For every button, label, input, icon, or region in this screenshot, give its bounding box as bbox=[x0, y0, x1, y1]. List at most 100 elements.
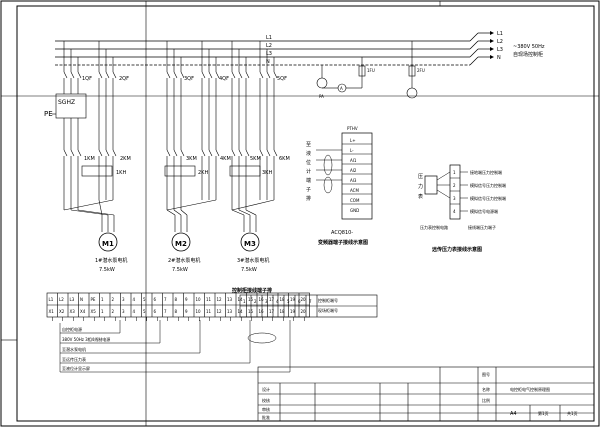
supply-note-voltage: ~380V 50Hz bbox=[513, 44, 545, 50]
title-label-design: 设计 bbox=[262, 386, 270, 392]
terminal-top-cell: 17 bbox=[269, 297, 275, 302]
terminal-top-cell: 5 bbox=[143, 297, 146, 302]
terminal-bottom-cell: 2 bbox=[112, 309, 115, 314]
lamp-code: PA bbox=[319, 94, 324, 99]
motor-1-icon bbox=[98, 232, 118, 252]
pressure-terminal-2: 2 bbox=[453, 183, 456, 188]
motor-3-power: 7.5kW bbox=[241, 267, 257, 273]
level-panel-wires bbox=[316, 143, 372, 205]
supply-arrow-icons bbox=[490, 31, 494, 59]
title-scale-label: 比例 bbox=[482, 397, 490, 403]
terminal-bottom-cell: 16 bbox=[259, 309, 265, 314]
pressure-sub-right: 接线端压力端子 bbox=[468, 224, 496, 230]
pe-label: PE bbox=[44, 110, 53, 118]
motor-2-icon bbox=[171, 232, 191, 252]
terminal-bottom-cell: X3 bbox=[70, 309, 76, 314]
level-panel-header: PTHV bbox=[347, 126, 358, 131]
terminal-bottom-cell: X5 bbox=[91, 309, 97, 314]
level-panel-strip bbox=[341, 132, 373, 220]
motor-3-symbol: M3 bbox=[244, 240, 256, 248]
terminal-bottom-cell: 1 bbox=[101, 309, 104, 314]
level-terminal-4: AI2 bbox=[350, 168, 357, 173]
level-terminal-6: ACM bbox=[350, 188, 359, 193]
pressure-row-1: 接地端压力控制端 bbox=[470, 169, 502, 175]
supply-label-3: L3 bbox=[497, 47, 503, 53]
motor-2-desc: 2#潜水泵电机 bbox=[168, 257, 200, 264]
terminal-top-cell: L3 bbox=[70, 297, 75, 302]
terminal-top-cell: 11 bbox=[206, 297, 212, 302]
terminal-note-1: 自控柜电源 bbox=[62, 326, 82, 332]
pressure-panel-side-label: 压 力 表 bbox=[418, 174, 423, 200]
terminal-bottom-cell: 9 bbox=[185, 309, 188, 314]
motor-1-symbol: M1 bbox=[102, 240, 114, 248]
bus-label-n: N bbox=[266, 59, 270, 65]
supply-label-2: L2 bbox=[497, 39, 503, 45]
terminal-note-2: 380V 50Hz 3相4线制电源 bbox=[62, 336, 110, 342]
terminal-notes-leaders bbox=[59, 320, 291, 373]
contactor-label-6: 6KM bbox=[279, 156, 290, 162]
fuse-label-b: 2FU bbox=[417, 68, 425, 73]
terminal-top-cell: 12 bbox=[217, 297, 223, 302]
terminal-right-cell: 6 bbox=[298, 299, 301, 304]
terminal-top-cell: N bbox=[80, 297, 83, 302]
motor-branch-1 bbox=[55, 41, 117, 232]
pressure-caption: 远传压力表接线示意图 bbox=[432, 246, 482, 253]
motor-2-symbol: M2 bbox=[175, 240, 187, 248]
terminal-top-cell: 10 bbox=[196, 297, 202, 302]
motor-3-icon bbox=[240, 232, 260, 252]
terminal-bottom-cell: 8 bbox=[175, 309, 178, 314]
breaker-label-3: 3QF bbox=[184, 76, 194, 82]
supply-label-4: N bbox=[497, 55, 501, 61]
terminal-right-label-bottom: 现场柜端号 bbox=[318, 307, 338, 313]
svg-text:计: 计 bbox=[306, 168, 311, 175]
supply-label-1: L1 bbox=[497, 31, 503, 37]
terminal-bottom-cell: X1 bbox=[49, 309, 55, 314]
pressure-terminal-3: 3 bbox=[453, 196, 456, 201]
terminal-bottom-cell: 17 bbox=[269, 309, 275, 314]
terminal-right-cell: 7 bbox=[309, 299, 312, 304]
terminal-note-5: 至液位计显示屏 bbox=[62, 365, 90, 371]
pressure-terminal-4: 4 bbox=[453, 209, 456, 214]
terminal-top-cell: 18 bbox=[280, 297, 286, 302]
terminal-bottom-cell: 20 bbox=[301, 309, 307, 314]
title-sheet-count: 共1页 bbox=[567, 410, 578, 416]
svg-text:端: 端 bbox=[306, 177, 311, 184]
motor-2-power: 7.5kW bbox=[172, 267, 188, 273]
terminal-bottom-cell: 13 bbox=[227, 309, 233, 314]
bus-label-l3: L3 bbox=[266, 51, 272, 57]
svg-text:至: 至 bbox=[306, 142, 311, 148]
terminal-bottom-cell: 12 bbox=[217, 309, 223, 314]
pressure-panel-strip bbox=[449, 164, 461, 220]
terminal-bottom-cell: 4 bbox=[133, 309, 136, 314]
breaker-label-5: 5QF bbox=[277, 76, 287, 82]
pressure-terminal-1: 1 bbox=[453, 170, 456, 175]
terminal-bottom-cell: 19 bbox=[290, 309, 296, 314]
coil-label-3: 3KH bbox=[262, 170, 272, 176]
supply-note-source: 自现场控制柜 bbox=[513, 51, 543, 58]
terminal-right-label-top: 控制柜端号 bbox=[318, 297, 338, 303]
terminal-note-4: 至远传压力表 bbox=[62, 356, 86, 362]
terminal-top-cell: 16 bbox=[259, 297, 265, 302]
svg-text:表: 表 bbox=[418, 193, 423, 200]
level-terminal-2: L- bbox=[350, 148, 354, 153]
level-terminal-3: AI1 bbox=[350, 158, 357, 163]
breaker-label-4: 4QF bbox=[219, 76, 229, 82]
pressure-panel-wires bbox=[436, 171, 468, 212]
terminal-top-cell: 3 bbox=[122, 297, 125, 302]
terminal-right-cell: 1 bbox=[243, 299, 246, 304]
title-label-check: 校核 bbox=[262, 397, 270, 403]
terminal-top-cell: 4 bbox=[133, 297, 136, 302]
terminal-bottom-cell: 18 bbox=[280, 309, 286, 314]
terminal-top-cell: 13 bbox=[227, 297, 233, 302]
terminal-top-cell: 19 bbox=[290, 297, 296, 302]
level-terminal-1: L+ bbox=[350, 138, 356, 143]
terminal-strip-cells: L1X1L2X2L3X3NX4PEX5112233445566778899101… bbox=[49, 297, 307, 314]
terminal-bottom-cell: 7 bbox=[164, 309, 167, 314]
terminal-bottom-cell: 3 bbox=[122, 309, 125, 314]
title-name-value: 电控柜电气控制原理图 bbox=[510, 386, 550, 392]
terminal-top-cell: L1 bbox=[49, 297, 54, 302]
terminal-bottom-cell: X2 bbox=[59, 309, 65, 314]
motor-1-power: 7.5kW bbox=[99, 267, 115, 273]
terminal-strip-grid bbox=[46, 292, 310, 321]
